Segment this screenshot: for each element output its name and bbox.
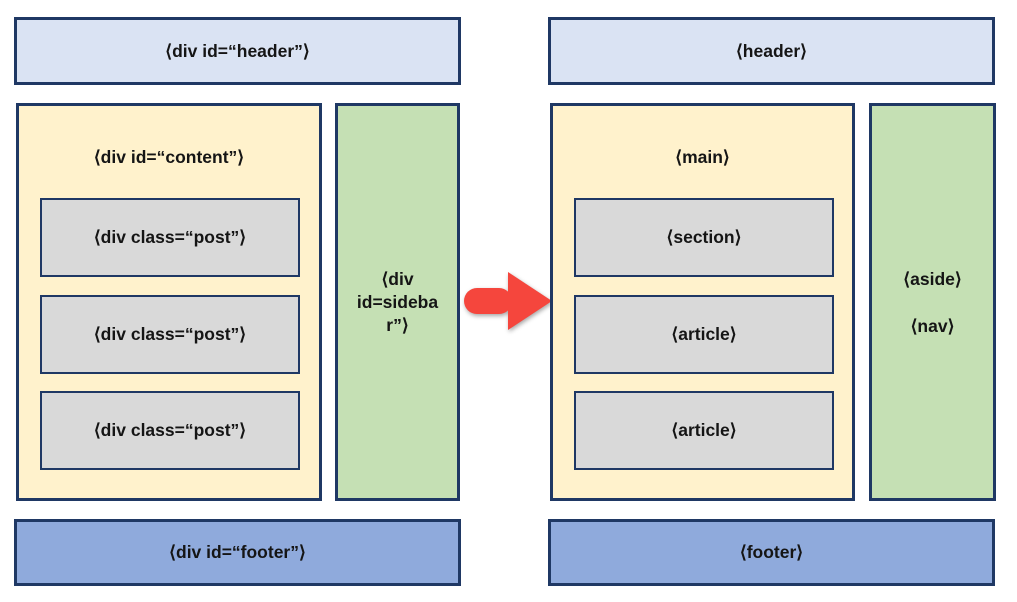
div-header-box: ⟨div id=“header”⟩: [14, 17, 461, 85]
semantic-footer-label: ⟨footer⟩: [739, 542, 804, 562]
semantic-aside-box: ⟨aside⟩ ⟨nav⟩: [869, 103, 996, 501]
semantic-article-box: ⟨article⟩: [574, 295, 834, 374]
div-sidebar-label: ⟨div id=sideba r”⟩: [356, 268, 439, 335]
semantic-section-box: ⟨section⟩: [574, 198, 834, 277]
div-post-label: ⟨div class=“post”⟩: [93, 324, 247, 344]
semantic-article-label: ⟨article⟩: [671, 420, 737, 440]
semantic-main-box: ⟨main⟩ ⟨section⟩ ⟨article⟩ ⟨article⟩: [550, 103, 855, 501]
div-footer-label: ⟨div id=“footer”⟩: [169, 542, 306, 562]
div-post-label: ⟨div class=“post”⟩: [93, 227, 247, 247]
div-sidebar-box: ⟨div id=sideba r”⟩: [335, 103, 460, 501]
semantic-footer-box: ⟨footer⟩: [548, 519, 995, 586]
div-post-box: ⟨div class=“post”⟩: [40, 198, 300, 277]
div-post-box: ⟨div class=“post”⟩: [40, 295, 300, 374]
div-content-box: ⟨div id=“content”⟩ ⟨div class=“post”⟩ ⟨d…: [16, 103, 322, 501]
div-footer-box: ⟨div id=“footer”⟩: [14, 519, 461, 586]
semantic-header-label: ⟨header⟩: [735, 40, 808, 61]
semantic-aside-label: ⟨aside⟩: [903, 268, 962, 289]
div-content-label: ⟨div id=“content”⟩: [93, 147, 245, 167]
right-arrow-icon: [464, 272, 552, 330]
div-post-box: ⟨div class=“post”⟩: [40, 391, 300, 470]
semantic-section-label: ⟨section⟩: [666, 227, 742, 247]
semantic-article-label: ⟨article⟩: [671, 324, 737, 344]
div-post-label: ⟨div class=“post”⟩: [93, 420, 247, 440]
semantic-nav-label: ⟨nav⟩: [910, 315, 955, 336]
semantic-header-box: ⟨header⟩: [548, 17, 995, 85]
semantic-article-box: ⟨article⟩: [574, 391, 834, 470]
semantic-main-label: ⟨main⟩: [675, 147, 730, 167]
div-header-label: ⟨div id=“header”⟩: [165, 40, 310, 61]
